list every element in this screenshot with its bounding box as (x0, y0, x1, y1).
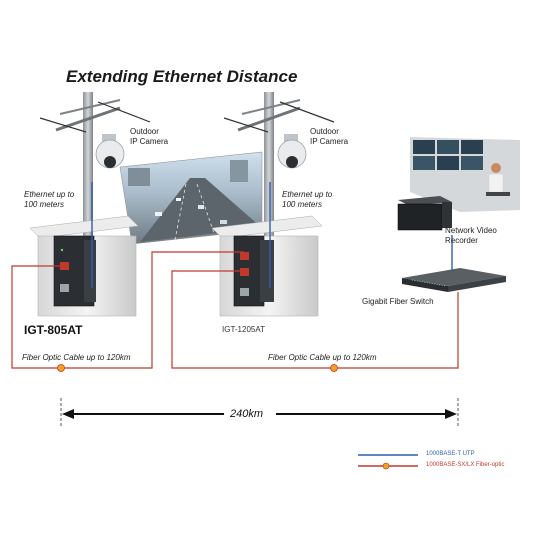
nvr-label: Network Video Recorder (445, 226, 497, 246)
nvr-label-line: Network Video (445, 226, 497, 235)
legend-fiber-label: 1000BASE-SX/LX Fiber-optic (426, 462, 505, 468)
monitoring-room (410, 137, 520, 212)
left-camera-pole (39, 92, 151, 292)
right-camera-label: Outdoor IP Camera (310, 127, 348, 147)
switch-label: Gigabit Fiber Switch (362, 297, 434, 306)
left-ethernet-note: Ethernet up to 100 meters (24, 190, 74, 210)
right-fiber-note: Fiber Optic Cable up to 120km (268, 353, 377, 362)
camera-label-line: IP Camera (310, 137, 349, 146)
utp-links (91, 182, 453, 288)
fiber-links (11, 251, 459, 369)
ethernet-note-line: 100 meters (282, 200, 323, 209)
ethernet-note-line: Ethernet up to (24, 190, 75, 199)
ethernet-note-line: Ethernet up to (282, 190, 333, 199)
legend-utp-label: 1000BASE-T UTP (426, 451, 475, 457)
left-fiber-note: Fiber Optic Cable up to 120km (22, 353, 131, 362)
ethernet-note-line: 100 meters (24, 200, 65, 209)
fiber-node-left (57, 364, 65, 372)
left-device-label: IGT-805AT (24, 323, 83, 337)
right-camera-pole (223, 92, 335, 292)
camera-label-line: Outdoor (130, 127, 159, 136)
nvr-device (397, 196, 452, 231)
distance-indicator (60, 398, 459, 428)
camera-label-line: IP Camera (130, 137, 169, 146)
igt-805at-device (53, 235, 96, 307)
right-device-label: IGT-1205AT (222, 325, 265, 334)
distance-label: 240km (230, 408, 264, 420)
nvr-label-line: Recorder (445, 236, 478, 245)
camera-label-line: Outdoor (310, 127, 339, 136)
left-camera-label: Outdoor IP Camera (130, 127, 168, 147)
legend-swatches (358, 454, 418, 470)
right-ethernet-note: Ethernet up to 100 meters (282, 190, 332, 210)
diagram-title: Extending Ethernet Distance (66, 67, 298, 86)
fiber-node-right (330, 364, 338, 372)
fiber-switch-device (402, 268, 506, 292)
